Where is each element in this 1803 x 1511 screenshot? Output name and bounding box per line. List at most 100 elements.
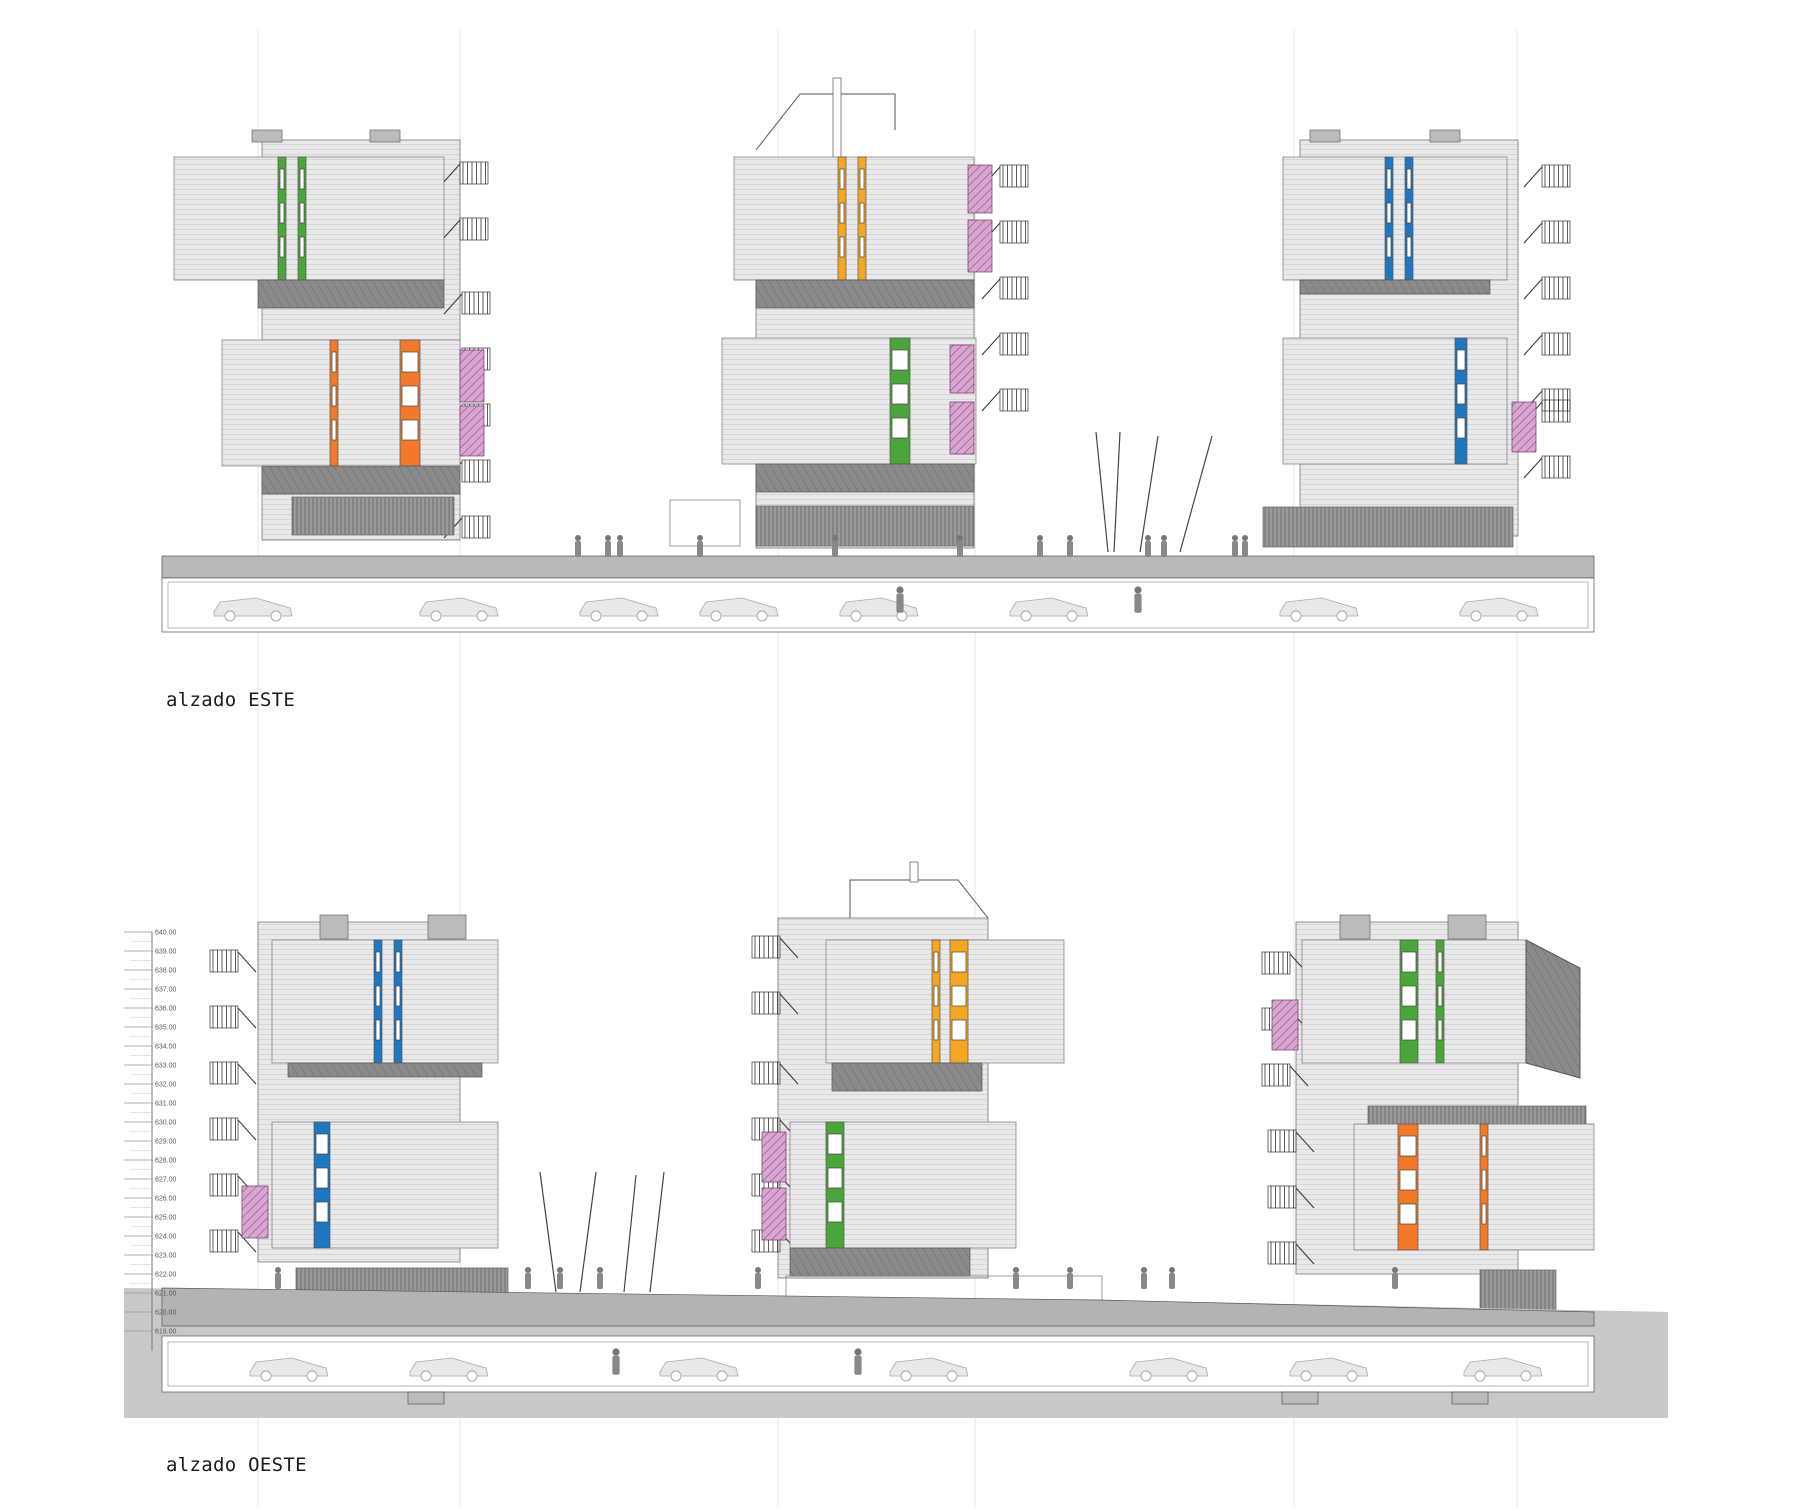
stair-flight: [1523, 222, 1543, 244]
figure-head: [1232, 535, 1238, 541]
sunscreen-panel: [949, 344, 975, 394]
figure-body: [1067, 541, 1073, 557]
car: [249, 1357, 329, 1382]
car: [579, 597, 659, 622]
figure-body: [1067, 1273, 1073, 1289]
window-opening: [395, 985, 401, 1007]
caption-alzado-oeste: alzado OESTE: [166, 1454, 307, 1476]
window-opening: [1437, 951, 1443, 973]
figure-head: [896, 586, 904, 594]
car-wheel: [756, 610, 768, 622]
window-opening: [279, 168, 285, 190]
building-volume: [721, 337, 977, 465]
human-figure: [1141, 1267, 1147, 1289]
car: [1129, 1357, 1209, 1382]
window-opening: [401, 351, 419, 373]
human-figure: [1392, 1267, 1398, 1289]
car: [1289, 1357, 1369, 1382]
window-opening: [951, 951, 967, 973]
roof-outline: [755, 93, 896, 151]
ground-floor-screen: [1262, 506, 1514, 548]
figure-body: [1161, 541, 1167, 557]
railing-frame: [1267, 1129, 1297, 1153]
shadow-band: [261, 465, 461, 495]
figure-body: [617, 541, 623, 557]
balcony-railing: [1267, 1185, 1315, 1209]
figure-body: [697, 541, 703, 557]
building-volume: [271, 939, 499, 1064]
stair-flight: [237, 1119, 257, 1141]
window-opening: [315, 1201, 329, 1223]
sunscreen-panel: [761, 1187, 787, 1241]
roof-unit: [427, 914, 467, 940]
scale-level-label: 630.00: [155, 1120, 177, 1127]
stair-flight: [1295, 1243, 1315, 1265]
car-wheel: [1516, 610, 1528, 622]
railing-frame: [209, 1229, 239, 1253]
balcony-railing: [1523, 164, 1571, 188]
window-opening: [859, 168, 865, 190]
window-opening: [1406, 168, 1412, 190]
car-wheel: [1066, 610, 1078, 622]
human-figure: [557, 1267, 563, 1289]
car: [1463, 1357, 1543, 1382]
balcony-railing: [981, 388, 1029, 412]
parking-inner: [167, 1341, 1589, 1387]
figure-head: [1242, 535, 1248, 541]
stair-flight: [1523, 166, 1543, 188]
window-opening: [951, 985, 967, 1007]
building-volume: [1282, 337, 1508, 465]
human-figure: [605, 535, 611, 557]
window-opening: [299, 168, 305, 190]
stair-flight: [779, 937, 799, 959]
elevation-oeste: [124, 861, 1668, 1418]
figure-head: [854, 1348, 862, 1356]
railing-frame: [1261, 951, 1291, 975]
stair-flight: [1295, 1187, 1315, 1209]
railing-frame: [999, 164, 1029, 188]
human-figure: [755, 1267, 761, 1289]
building-volume: [825, 939, 1065, 1064]
window-opening: [827, 1201, 843, 1223]
window-opening: [401, 419, 419, 441]
car-wheel: [590, 610, 602, 622]
railing-frame: [461, 459, 491, 483]
window-opening: [1481, 1169, 1487, 1191]
sunscreen-panel: [1271, 999, 1299, 1051]
facade-panel: [733, 156, 975, 281]
plaza-pole: [1095, 431, 1109, 553]
facade-panel: [173, 156, 445, 281]
shadow-band: [287, 1062, 483, 1078]
car-wheel: [1290, 610, 1302, 622]
railing-frame: [1261, 1063, 1291, 1087]
window-opening: [1481, 1135, 1487, 1157]
window-opening: [859, 236, 865, 258]
scale-level-label: 640.00: [155, 930, 177, 937]
figure-body: [1013, 1273, 1019, 1289]
scale-level-label: 628.00: [155, 1158, 177, 1165]
car-wheel: [306, 1370, 318, 1382]
window-opening: [951, 1019, 967, 1041]
sunscreen-panel: [761, 1131, 787, 1183]
elevation-este: [161, 77, 1595, 633]
balcony-railing: [209, 1229, 257, 1253]
human-figure: [612, 1348, 620, 1375]
side-shadow: [1525, 939, 1581, 1079]
building-volume: [1282, 156, 1508, 281]
figure-body: [525, 1273, 531, 1289]
building-volume: [789, 1121, 1017, 1249]
balcony-railing: [209, 1117, 257, 1141]
car-wheel: [420, 1370, 432, 1382]
figure-head: [1013, 1267, 1019, 1273]
human-figure: [1134, 586, 1142, 613]
building-volume: [173, 156, 445, 281]
balcony-railing: [751, 991, 799, 1015]
human-figure: [1242, 535, 1248, 557]
figure-head: [1037, 535, 1043, 541]
human-figure: [1067, 535, 1073, 557]
sunscreen-panel: [241, 1185, 269, 1239]
scale-level-label: 622.00: [155, 1272, 177, 1279]
figure-body: [612, 1355, 620, 1375]
figure-head: [1169, 1267, 1175, 1273]
